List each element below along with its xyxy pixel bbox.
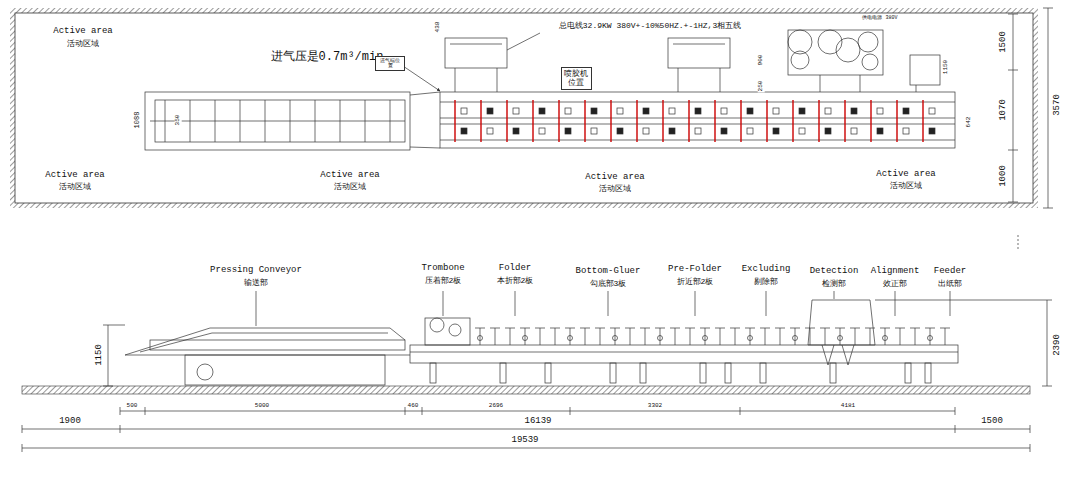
note-text: 供电电源 380V [861,16,898,22]
position-box: 进气端位置 [375,56,405,71]
area-label: 活动区域 [598,185,632,194]
note-text: 总电线32.9KW 380V+-10%50HZ.+-1HZ,3相五线 [558,22,742,31]
section-label: 本折部2板 [496,277,535,286]
note-text: 进气压是0.7m³/min [270,51,385,64]
area-label: Active area [44,171,105,181]
section-label: Folder [498,264,532,274]
area-label: Active area [319,171,380,181]
dimension-text: 1150 [95,343,105,367]
dimension-text: 2390 [1053,333,1063,357]
dimension-text: 19539 [510,436,539,446]
dimension-text: 3302 [647,403,663,410]
section-label: 剔除部 [753,278,779,287]
dimension-text: 1500 [980,417,1004,427]
section-label: Detection [809,267,860,277]
dimension-text: 1900 [58,417,82,427]
section-label: Trombone [420,264,465,274]
dimension-text: 3570 [1053,93,1063,117]
section-label: 勾底部3板 [589,280,628,289]
position-box: 喷胶机位置 [561,67,592,90]
dimension-text: 642 [966,116,973,129]
dimension-text: 250 [758,80,765,93]
section-label: Pressing Conveyor [209,266,303,276]
section-label: 折近部2板 [676,278,715,287]
section-label: Feeder [933,267,967,277]
section-label: Excluding [741,265,792,275]
section-label: 效正部 [882,280,908,289]
dimension-text: 5000 [254,403,270,410]
dimension-text: 350 [175,114,182,127]
box-text: 进气端位置 [378,58,402,69]
area-label: 活动区域 [333,183,367,192]
section-label: Bottom-Gluer [575,267,642,277]
dimension-text: 1500 [999,30,1009,54]
section-label: 压着部2板 [424,277,463,286]
plan-view [145,8,1053,208]
area-label: 活动区域 [58,183,92,192]
dimension-text: 500 [126,403,139,410]
elevation-view [22,235,1052,452]
section-label: Pre-Folder [667,265,723,275]
area-label: 活动区域 [66,40,100,49]
section-label: Alignment [870,267,921,277]
box-text: 喷胶机位置 [564,69,589,87]
section-label: 检测部 [821,280,847,289]
area-label: Active area [584,173,645,183]
section-label: 出纸部 [937,280,963,289]
wall-hatch [10,8,1038,208]
area-label: Active area [52,27,113,37]
dimension-text: 4181 [840,403,856,410]
dimension-text: 1150 [943,59,950,75]
area-label: 活动区域 [889,182,923,191]
dimension-text: 16139 [523,417,552,427]
floor-hatch [22,386,1030,394]
section-label: 输送部 [243,279,269,288]
dimension-text: 1000 [999,164,1009,188]
area-label: Active area [875,170,936,180]
room-outline [15,13,1033,203]
dimension-text: 460 [407,403,420,410]
dimension-text: 900 [758,54,765,67]
dimension-text: 2696 [488,403,504,410]
dimension-text: 1088 [134,111,142,130]
dimension-text: 438 [435,21,442,34]
dimension-text: 1070 [999,98,1009,122]
